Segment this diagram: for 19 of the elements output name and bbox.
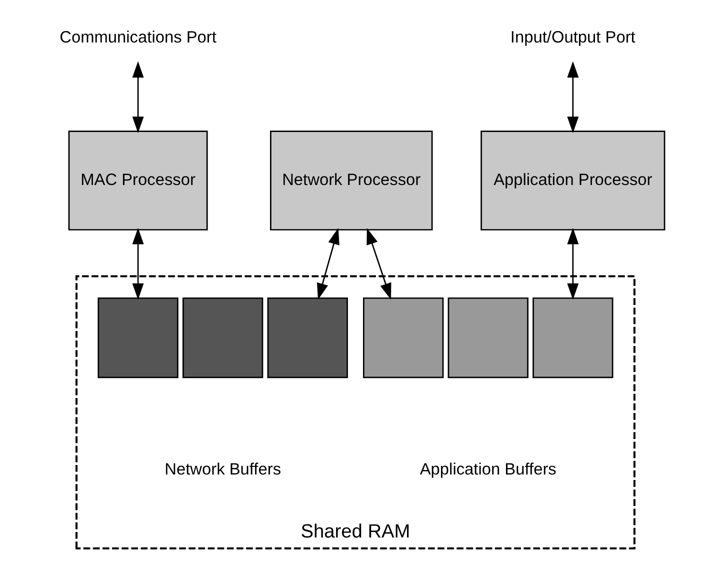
node-box bbox=[362, 297, 444, 378]
node-box bbox=[532, 297, 613, 378]
arrow bbox=[316, 228, 339, 300]
label: Network Buffers bbox=[164, 460, 281, 479]
node-text: Input/Output Port bbox=[510, 28, 635, 47]
node-box bbox=[97, 297, 178, 378]
arrow bbox=[132, 61, 144, 134]
node-box bbox=[447, 297, 528, 378]
arrow bbox=[366, 228, 391, 300]
arrow bbox=[566, 228, 578, 300]
label: Application Buffers bbox=[419, 460, 556, 479]
arrow bbox=[566, 61, 578, 134]
node-box bbox=[182, 297, 263, 378]
node-box: MAC Processor bbox=[68, 130, 208, 230]
node-box: Network Processor bbox=[270, 130, 432, 230]
node-box: Application Processor bbox=[480, 130, 665, 230]
node-text: Communications Port bbox=[59, 28, 216, 47]
node-box bbox=[266, 297, 348, 378]
arrow bbox=[132, 228, 144, 300]
